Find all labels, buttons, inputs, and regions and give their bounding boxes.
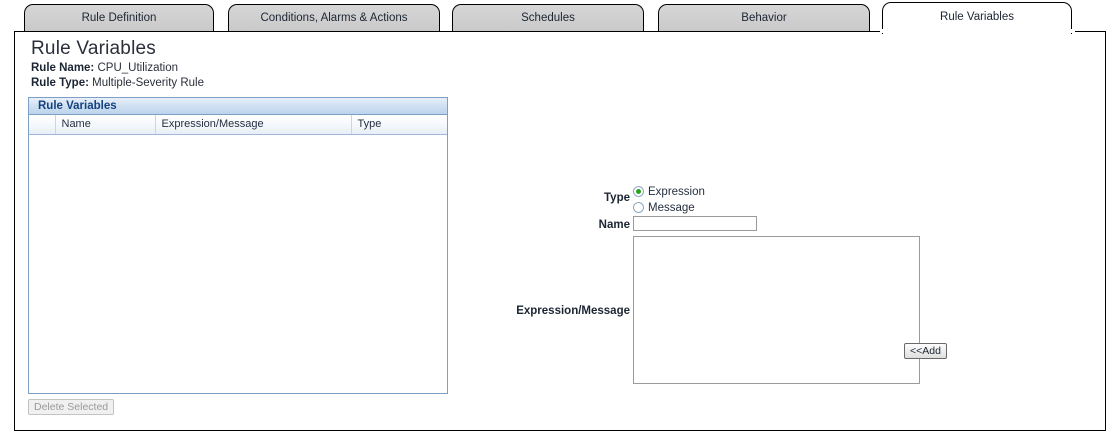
rule-variables-table-body [29, 134, 447, 393]
column-header-type[interactable]: Type [351, 115, 447, 135]
type-label: Type [604, 192, 630, 204]
expression-message-textarea[interactable] [633, 236, 920, 384]
radio-message-icon[interactable] [633, 202, 644, 213]
rule-variables-table: Name Expression/Message Type [29, 115, 447, 135]
rule-name-value: CPU_Utilization [97, 62, 179, 74]
column-header-select[interactable] [29, 115, 56, 135]
name-input[interactable] [633, 216, 757, 231]
page-title: Rule Variables [31, 38, 156, 59]
column-header-expression-message[interactable]: Expression/Message [155, 115, 352, 135]
expression-message-label: Expression/Message [516, 305, 630, 317]
rule-variables-panel: Rule Variables Name Expression/Message T… [28, 97, 448, 394]
column-header-name[interactable]: Name [55, 115, 156, 135]
tab-conditions-alarms-actions[interactable]: Conditions, Alarms & Actions [228, 4, 440, 32]
rule-type-row: Rule Type: Multiple-Severity Rule [31, 77, 204, 89]
type-radio-group: Expression Message [633, 184, 705, 216]
radio-option-expression[interactable]: Expression [633, 184, 705, 199]
radio-expression-label: Expression [648, 185, 705, 198]
rule-type-value: Multiple-Severity Rule [92, 77, 204, 89]
add-button[interactable]: <<Add [904, 343, 947, 359]
tab-rule-variables[interactable]: Rule Variables [882, 2, 1072, 34]
rule-name-row: Rule Name: CPU_Utilization [31, 62, 178, 74]
rule-type-label: Rule Type: [31, 77, 89, 89]
radio-option-message[interactable]: Message [633, 200, 705, 215]
variable-form: Type Expression Message Name Expression/… [470, 97, 1100, 417]
radio-message-label: Message [648, 201, 695, 214]
tab-behavior[interactable]: Behavior [658, 4, 870, 32]
name-label: Name [598, 219, 630, 231]
tab-strip: Rule Definition Conditions, Alarms & Act… [0, 0, 1108, 34]
radio-expression-icon[interactable] [633, 186, 644, 197]
active-tab-notch [880, 29, 1075, 33]
rule-variables-caption: Rule Variables [29, 98, 447, 115]
table-header-row: Name Expression/Message Type [29, 115, 447, 135]
tab-schedules[interactable]: Schedules [452, 4, 644, 32]
tab-rule-definition[interactable]: Rule Definition [24, 4, 214, 32]
delete-selected-button[interactable]: Delete Selected [28, 399, 115, 415]
page-content-frame: Rule Variables Rule Name: CPU_Utilizatio… [14, 31, 1106, 431]
rule-name-label: Rule Name: [31, 62, 95, 74]
